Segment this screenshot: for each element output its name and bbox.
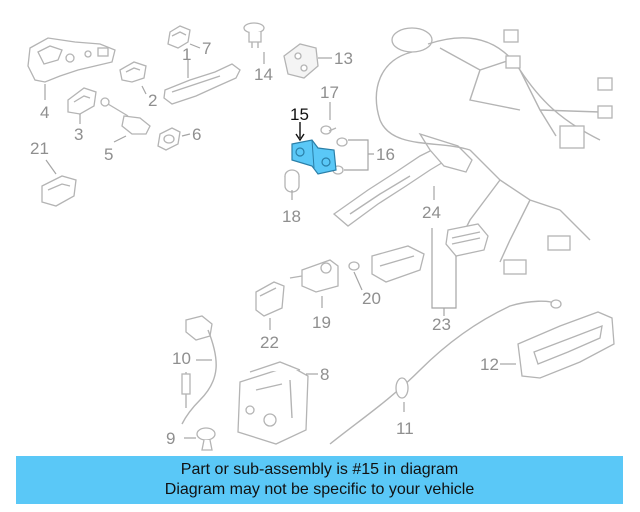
callout-11: 11 xyxy=(396,419,414,438)
callout-24: 24 xyxy=(422,203,441,222)
callout-10: 10 xyxy=(172,349,191,368)
callout-7: 7 xyxy=(202,39,211,58)
callout-8: 8 xyxy=(320,365,329,384)
part-6-gasket xyxy=(157,127,181,151)
part-5-lock-cylinder xyxy=(100,97,151,135)
callout-14: 14 xyxy=(254,65,273,84)
part-11-cable xyxy=(329,299,562,445)
callout-22: 22 xyxy=(260,333,279,352)
callout-18: 18 xyxy=(282,207,301,226)
part-9-screw xyxy=(196,427,216,451)
part-15-hinge-bracket xyxy=(291,139,337,175)
callout-19: 19 xyxy=(312,313,331,332)
part-8-latch xyxy=(237,361,309,445)
banner-line-2: Diagram may not be specific to your vehi… xyxy=(164,481,475,498)
part-1-outer-handle xyxy=(163,63,241,105)
part-21-bracket xyxy=(41,175,77,207)
part-20-connector xyxy=(348,245,425,283)
part-12-inner-handle xyxy=(517,311,615,379)
callout-4: 4 xyxy=(40,103,49,122)
part-22-cap xyxy=(255,281,285,317)
callout-9: 9 xyxy=(166,429,175,448)
callout-5: 5 xyxy=(104,145,113,164)
part-4-handle-carrier xyxy=(27,37,116,83)
part-18-bushing xyxy=(284,169,300,193)
callout-23: 23 xyxy=(432,315,451,334)
part-19-actuator xyxy=(289,259,339,293)
callout-3: 3 xyxy=(74,125,83,144)
callout-21: 21 xyxy=(30,139,49,158)
part-17-bolt xyxy=(320,125,337,135)
callout-20: 20 xyxy=(362,289,381,308)
part-2-clip xyxy=(119,61,147,83)
banner-line-1: Part or sub-assembly is #15 in diagram xyxy=(180,461,459,478)
callout-2: 2 xyxy=(148,91,157,110)
callout-16: 16 xyxy=(376,145,395,164)
callout-15: 15 xyxy=(290,105,309,124)
callout-6: 6 xyxy=(192,125,201,144)
part-13-plate xyxy=(283,43,319,79)
callout-17: 17 xyxy=(320,83,339,102)
callout-12: 12 xyxy=(480,355,499,374)
part-24-check-strap xyxy=(332,132,473,227)
part-23-connectors xyxy=(445,223,489,257)
part-7-cap xyxy=(167,25,191,49)
info-banner: Part or sub-assembly is #15 in diagram D… xyxy=(16,456,623,504)
callout-13: 13 xyxy=(334,49,353,68)
part-3-cover xyxy=(67,87,97,115)
wiring-harness xyxy=(375,27,613,275)
part-10-rod xyxy=(181,315,217,425)
part-16-bolts xyxy=(332,137,348,175)
callout-1: 1 xyxy=(182,45,191,64)
part-14-screw xyxy=(243,22,265,48)
